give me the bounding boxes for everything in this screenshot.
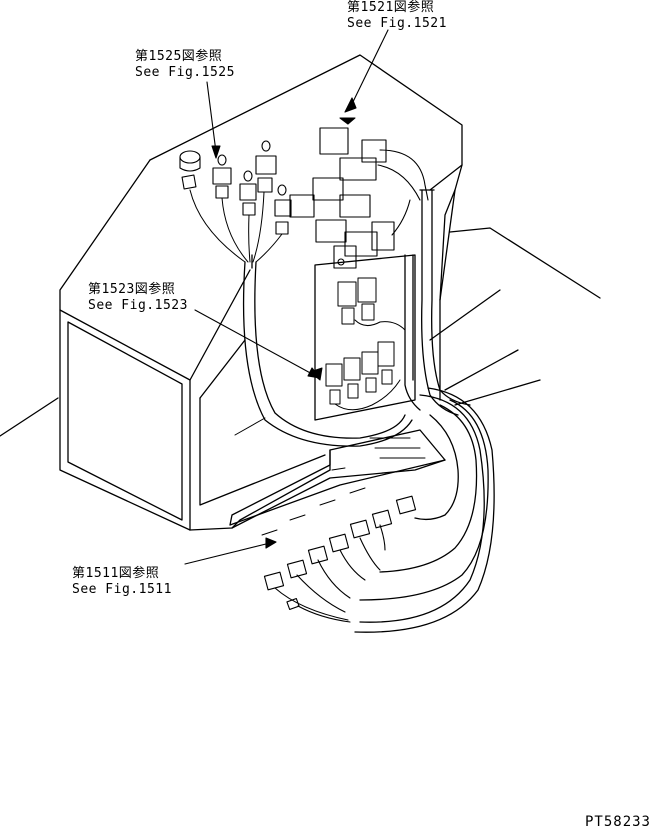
callout-fig1511-jp: 第1511図参照 [72, 566, 160, 581]
cabinet-body [59, 54, 463, 531]
callout-fig1521-jp: 第1521図参照 [347, 0, 435, 15]
leader-right [429, 227, 601, 406]
callout-fig1521-en: See Fig.1521 [347, 16, 447, 31]
callout-fig1521: 第1521図参照 See Fig.1521 [347, 0, 447, 32]
callout-fig1525-en: See Fig.1525 [135, 65, 235, 80]
callout-fig1525-jp: 第1525図参照 [135, 49, 223, 64]
callout-fig1525: 第1525図参照 See Fig.1525 [135, 49, 235, 81]
leader-left [0, 397, 59, 437]
callout-fig1523-en: See Fig.1523 [88, 298, 188, 313]
bottom-connectors [263, 495, 417, 623]
drawing-code: PT58233 [584, 814, 651, 830]
callout-fig1523-jp: 第1523図参照 [88, 282, 176, 297]
callout-fig1511: 第1511図参照 See Fig.1511 [72, 566, 172, 598]
switch-wires [189, 189, 283, 263]
fuse-clusters [309, 277, 406, 411]
base-details [234, 417, 426, 536]
harness-right [404, 189, 471, 416]
callout-fig1511-en: See Fig.1511 [72, 582, 172, 597]
toggle-switches [179, 140, 292, 235]
callout-fig1523: 第1523図参照 See Fig.1523 [88, 282, 188, 314]
callout-leaders [184, 29, 389, 565]
harness-left [242, 254, 413, 447]
relay-block [289, 117, 429, 269]
bottom-harness [354, 387, 495, 633]
